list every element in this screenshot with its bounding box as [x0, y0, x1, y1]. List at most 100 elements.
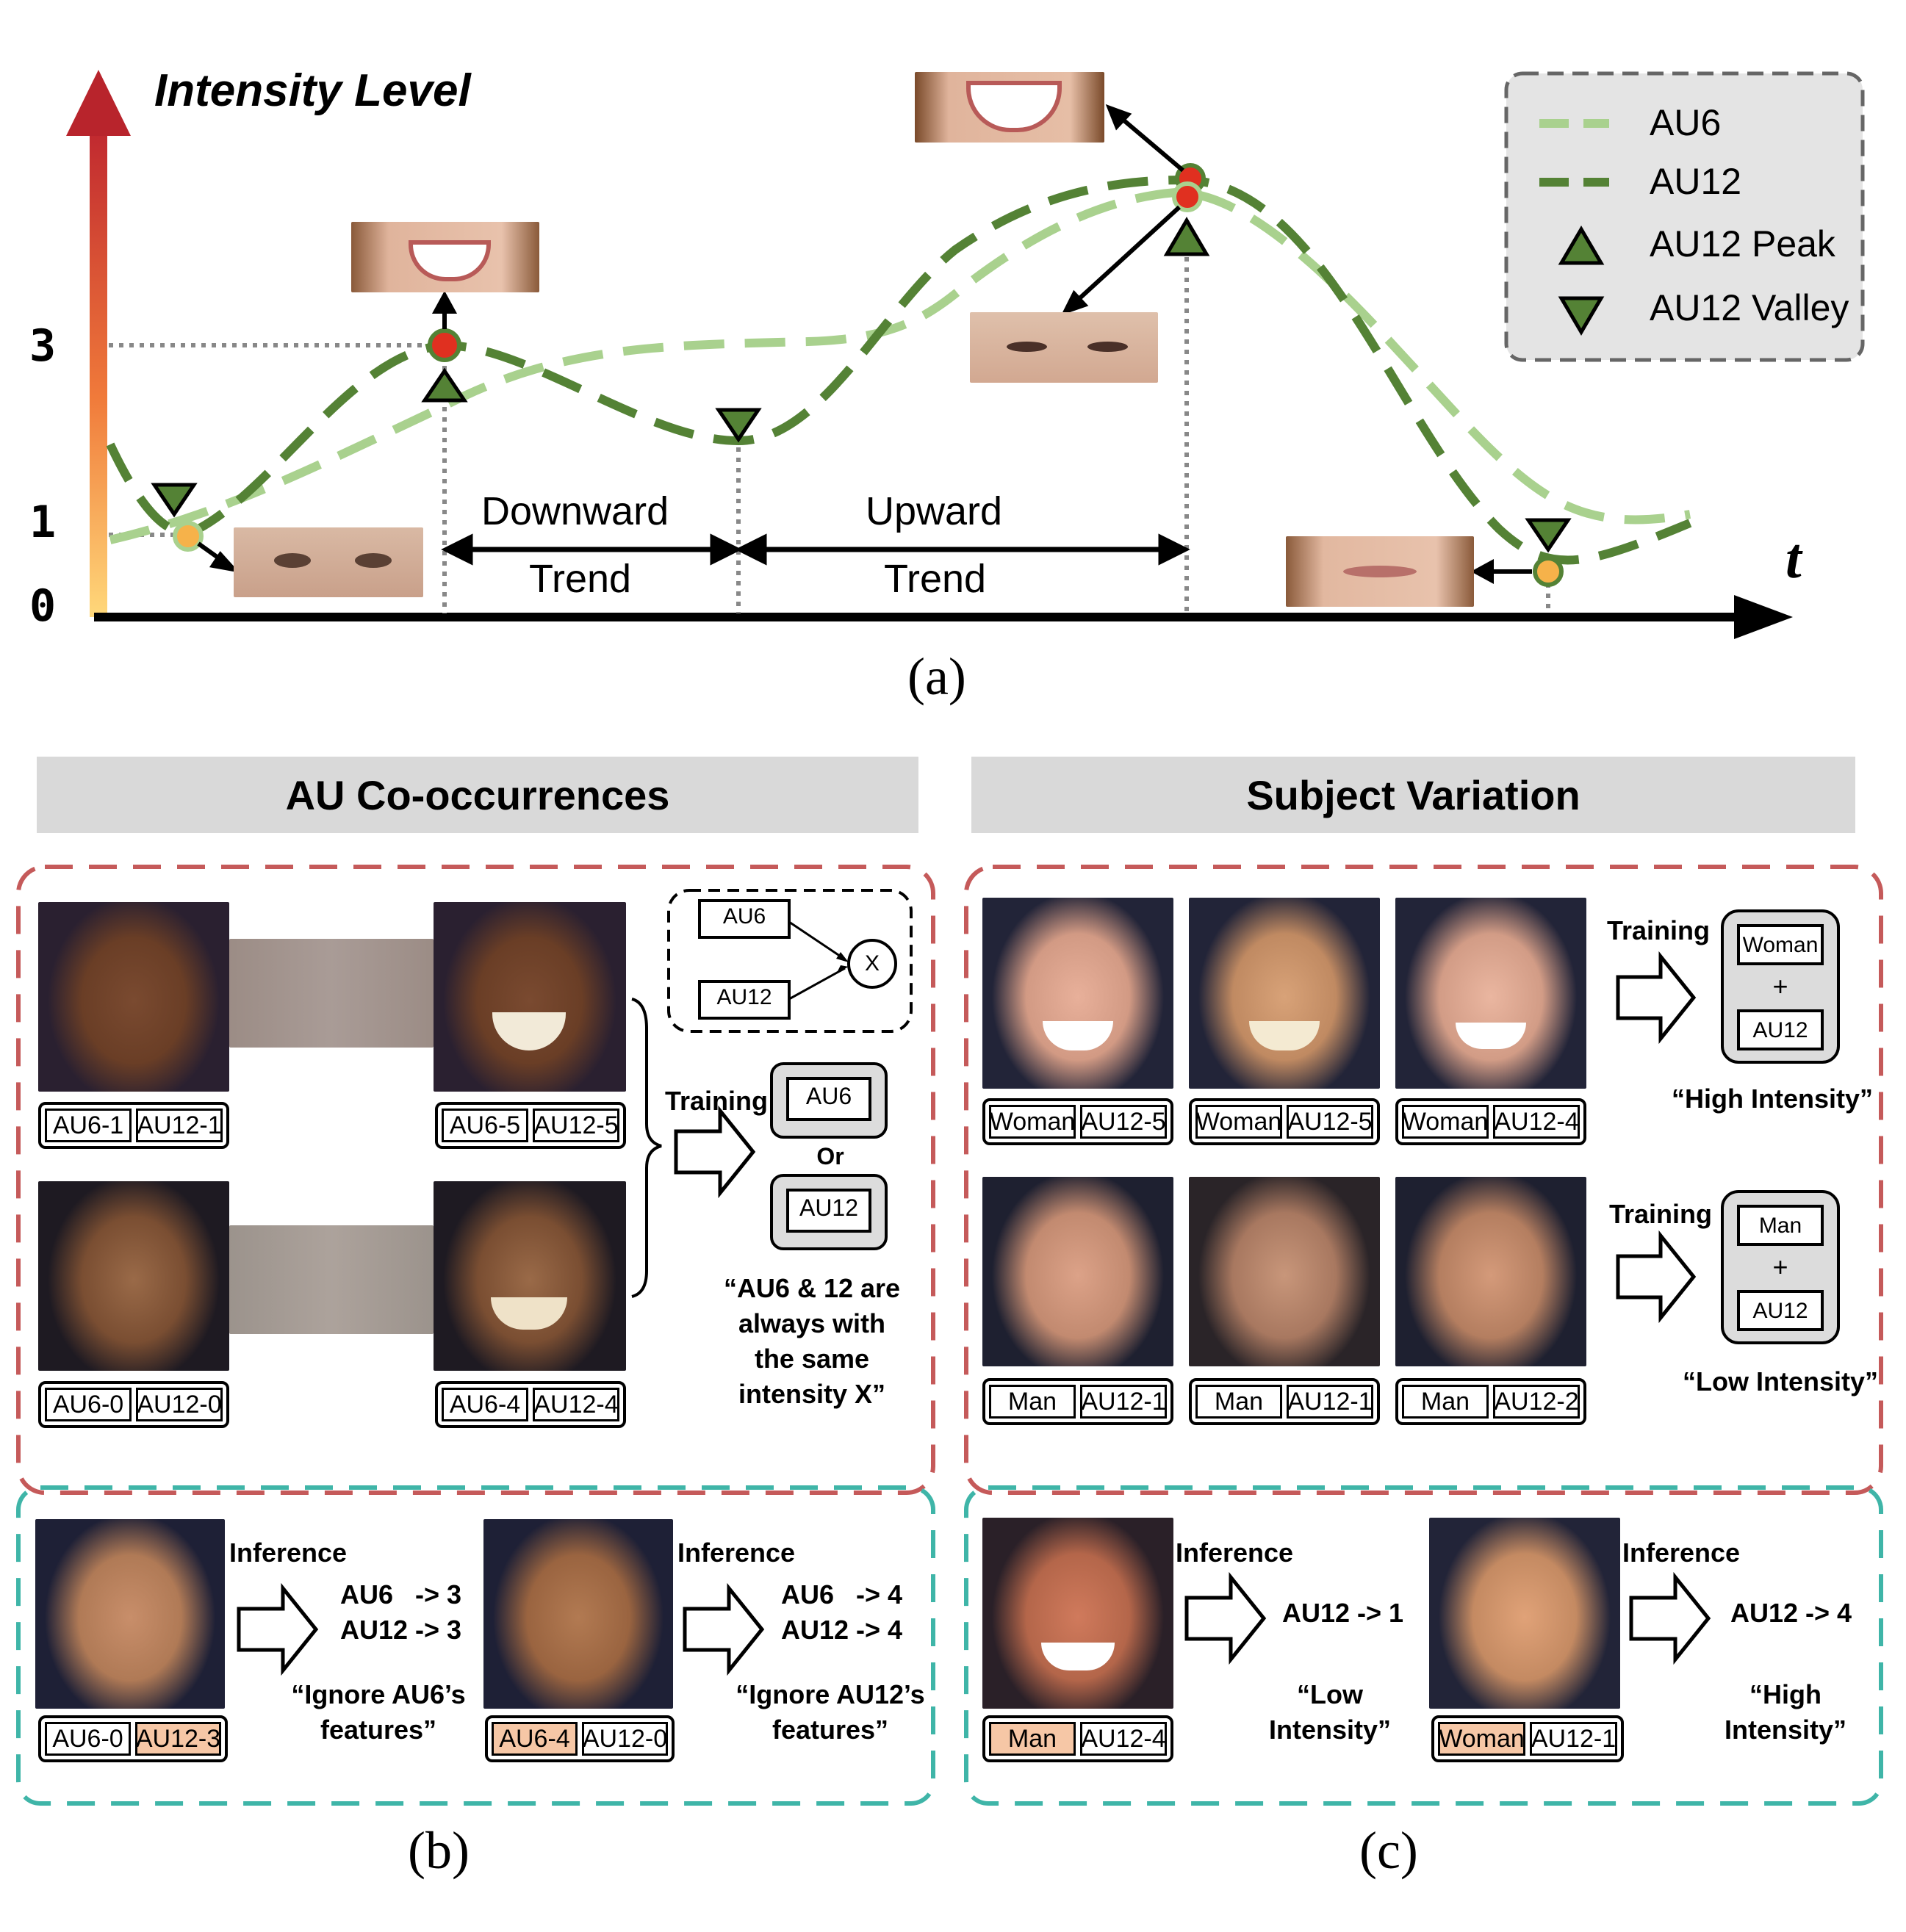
- face-woman-a: [982, 898, 1173, 1089]
- inference-quote-c1: “Low Intensity”: [1268, 1679, 1392, 1745]
- inference-frames: [16, 1485, 1883, 1806]
- inference-arrows-b: [237, 1582, 765, 1676]
- y-axis-title: Intensity Level: [154, 65, 471, 116]
- inference-quote-c2: “High Intensity”: [1724, 1679, 1847, 1745]
- brace: [631, 998, 662, 1298]
- inference-label-c2: Inference: [1622, 1538, 1741, 1568]
- quote-high-intensity: “High Intensity”: [1672, 1084, 1874, 1114]
- face-crop-eyes-smiling: [970, 312, 1158, 383]
- tag-au12: AU12-1: [136, 1109, 223, 1142]
- face-inference-woman-1: [35, 1519, 225, 1709]
- inference-quote-b2: “Ignore AU12’s features”: [736, 1679, 925, 1745]
- inference-output-c2: AU12 -> 4: [1730, 1598, 1852, 1628]
- face-inference-woman: [1429, 1518, 1620, 1709]
- au12-peak-marker-2: [1163, 217, 1210, 256]
- face-woman-neutral: [38, 902, 229, 1092]
- result-au12: AU12: [799, 1194, 859, 1221]
- upward-label: Upward: [866, 489, 1003, 533]
- point-peak-2b: [1172, 181, 1203, 212]
- legend-au12-valley: AU12 Valley: [1650, 287, 1849, 328]
- face-man-a: [982, 1177, 1173, 1366]
- tag-au12: AU12-4: [533, 1388, 619, 1421]
- tag-au12: AU12-5: [1080, 1105, 1167, 1139]
- point-peak-1: [428, 328, 461, 362]
- tag-au12: AU12-2: [1493, 1385, 1580, 1419]
- tag-row1-right: AU6-5 AU12-5: [435, 1102, 626, 1149]
- y-axis-bar: [90, 129, 107, 617]
- inference-output-c1: AU12 -> 1: [1282, 1598, 1404, 1628]
- tag-row2-right: AU6-4 AU12-4: [435, 1381, 626, 1428]
- header-au-cooccurrences: AU Co-occurrences: [37, 757, 918, 833]
- tag-au12: AU12-1: [1530, 1722, 1617, 1756]
- inference-output-b2-au12: AU12 -> 4: [781, 1615, 903, 1645]
- face-inference-woman-2: [483, 1519, 673, 1709]
- tag-man-c: Man AU12-2: [1395, 1378, 1586, 1425]
- inference-arrows-c: [1184, 1571, 1711, 1665]
- graph-node-au12: AU12: [716, 985, 772, 1009]
- inference-tag-b2: AU6-4 AU12-0: [485, 1715, 675, 1762]
- quote-low-intensity: “Low Intensity”: [1683, 1366, 1879, 1396]
- inference-tag-c2: Woman AU12-1: [1431, 1715, 1624, 1762]
- au12-valley-marker-2: [715, 408, 762, 443]
- tag-man-a: Man AU12-1: [982, 1378, 1173, 1425]
- face-crop-mouth-smile-small: [351, 222, 539, 292]
- result-au6: AU6: [805, 1083, 852, 1109]
- tag-gender-highlighted: Woman: [1438, 1722, 1525, 1756]
- legend-au6: AU6: [1650, 102, 1722, 143]
- header-subject-variation: Subject Variation: [971, 757, 1855, 833]
- face-blend-strip-2: [229, 1225, 434, 1334]
- box-man: Man: [1758, 1214, 1802, 1238]
- inference-tag-b1: AU6-0 AU12-3: [38, 1715, 228, 1762]
- cooccurrence-quote: “AU6 & 12 are always with the same inten…: [723, 1273, 901, 1409]
- legend-valley-icon: [1558, 296, 1605, 336]
- tag-gender: Woman: [1402, 1105, 1489, 1139]
- training-arrow: [674, 1105, 756, 1199]
- au12-valley-marker-1: [151, 483, 198, 518]
- training-arrow-women: [1616, 951, 1697, 1045]
- legend-peak-icon: [1558, 226, 1605, 265]
- tag-woman-b: Woman AU12-5: [1189, 1098, 1380, 1145]
- face-woman-b: [1189, 898, 1380, 1089]
- tag-woman-a: Woman AU12-5: [982, 1098, 1173, 1145]
- y-tick-1: 1: [29, 497, 57, 548]
- point-valley-1: [173, 521, 204, 552]
- face-blend-strip-1: [229, 939, 434, 1048]
- tag-au12: AU12-4: [1493, 1105, 1580, 1139]
- inference-tag-c1: Man AU12-4: [982, 1715, 1173, 1762]
- au12-curve: [106, 175, 1692, 565]
- x-axis-label: t: [1785, 526, 1802, 590]
- caption-a: (a): [907, 647, 966, 706]
- tag-au12: AU12-1: [1080, 1385, 1167, 1419]
- face-crop-eyes-neutral: [234, 527, 423, 597]
- tag-au12: AU12-5: [1287, 1105, 1373, 1139]
- legend-box: [1504, 71, 1865, 362]
- inference-label-b1: Inference: [229, 1538, 348, 1568]
- tag-row2-left: AU6-0 AU12-0: [38, 1381, 229, 1428]
- tag-au12: AU12-0: [136, 1388, 223, 1421]
- face-woman-c: [1395, 898, 1586, 1089]
- intensity-chart: [66, 70, 1865, 639]
- tag-au12: AU12-4: [1080, 1722, 1167, 1756]
- inference-quote-b1: “Ignore AU6’s features”: [291, 1679, 466, 1745]
- subject-training-diagram: [1616, 909, 1840, 1344]
- caption-b: (b): [408, 1821, 470, 1880]
- tag-au6: AU6-4: [442, 1388, 528, 1421]
- legend-au12-peak: AU12 Peak: [1650, 223, 1835, 264]
- training-label-b: Training: [665, 1086, 769, 1116]
- tag-gender: Man: [989, 1385, 1076, 1419]
- graph-node-x: X: [864, 951, 880, 976]
- graph-node-au6: AU6: [722, 904, 766, 929]
- face-inference-man: [982, 1518, 1173, 1709]
- au12-peak-marker-1: [421, 367, 468, 403]
- training-label-c1: Training: [1607, 915, 1711, 945]
- face-crop-mouth-smile-big: [915, 72, 1104, 143]
- graph-frame: [667, 889, 913, 1033]
- inference-output-b2-au6: AU6 -> 4: [781, 1579, 903, 1610]
- y-tick-3: 3: [29, 320, 57, 372]
- cooccurrence-diagram: [631, 889, 913, 1298]
- y-axis-arrowhead: [66, 70, 131, 136]
- tag-au6: AU6-0: [45, 1388, 132, 1421]
- trend-arrows: [441, 533, 1190, 566]
- tag-au12: AU12-0: [582, 1722, 668, 1756]
- legend-au12: AU12: [1650, 161, 1742, 202]
